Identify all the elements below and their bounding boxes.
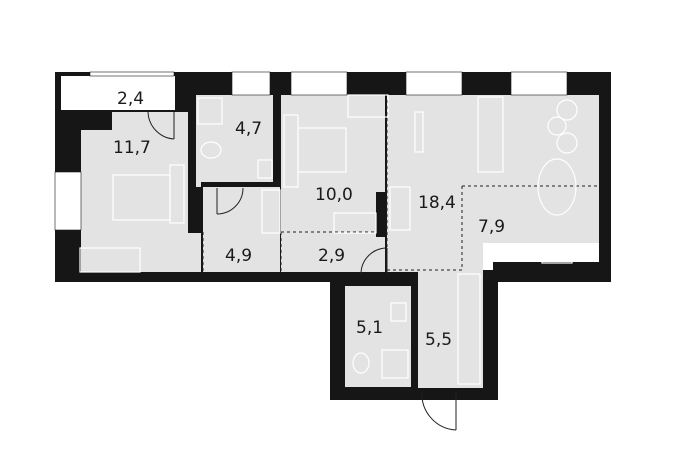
- armchair-icon: [556, 99, 578, 121]
- area-balcony: 2,4: [117, 89, 144, 109]
- sofa-icon: [477, 96, 504, 173]
- bathroom-1-floor: [196, 95, 273, 182]
- toilet-2-icon: [352, 352, 370, 374]
- shelf-icon: [389, 186, 411, 231]
- tv-icon: [414, 111, 424, 153]
- area-hallway: 5,5: [425, 330, 452, 350]
- area-bedroom-1: 11,7: [113, 138, 151, 158]
- area-kitchen: 7,9: [478, 217, 505, 237]
- hallway-wardrobe-icon: [457, 273, 481, 385]
- wardrobe-3-icon: [333, 212, 377, 234]
- kitchen-sink-icon: [504, 244, 531, 260]
- cooktop-icon: [541, 244, 573, 264]
- inner-walls: [55, 95, 387, 237]
- desk-icon: [347, 94, 389, 118]
- dining-table-icon: [537, 158, 577, 216]
- shower-1-icon: [197, 97, 223, 125]
- area-bathroom-2: 5,1: [356, 318, 383, 338]
- toilet-1-icon: [200, 141, 222, 159]
- floors: [61, 76, 599, 388]
- wardrobe-2-icon: [261, 189, 281, 234]
- balcony-floor: [61, 76, 175, 110]
- kitchen-counter: [483, 243, 599, 262]
- area-corridor-1: 4,9: [225, 246, 252, 266]
- area-bedroom-2: 10,0: [315, 185, 353, 205]
- area-living-room: 18,4: [418, 193, 456, 213]
- sink-1-icon: [257, 159, 273, 179]
- bed-2-icon: [297, 127, 347, 173]
- shower-2-icon: [381, 349, 409, 379]
- coffee-table-icon: [547, 116, 567, 136]
- wardrobe-1-icon: [79, 247, 141, 273]
- sink-2-icon: [390, 302, 407, 322]
- area-bathroom-1: 4,7: [235, 119, 262, 139]
- corridor-1-floor: [203, 187, 280, 272]
- living-floor: [387, 95, 599, 262]
- hallway-floor: [418, 270, 483, 388]
- windows: [54, 71, 568, 231]
- area-corridor-2: 2,9: [318, 246, 345, 266]
- furniture: [79, 94, 578, 385]
